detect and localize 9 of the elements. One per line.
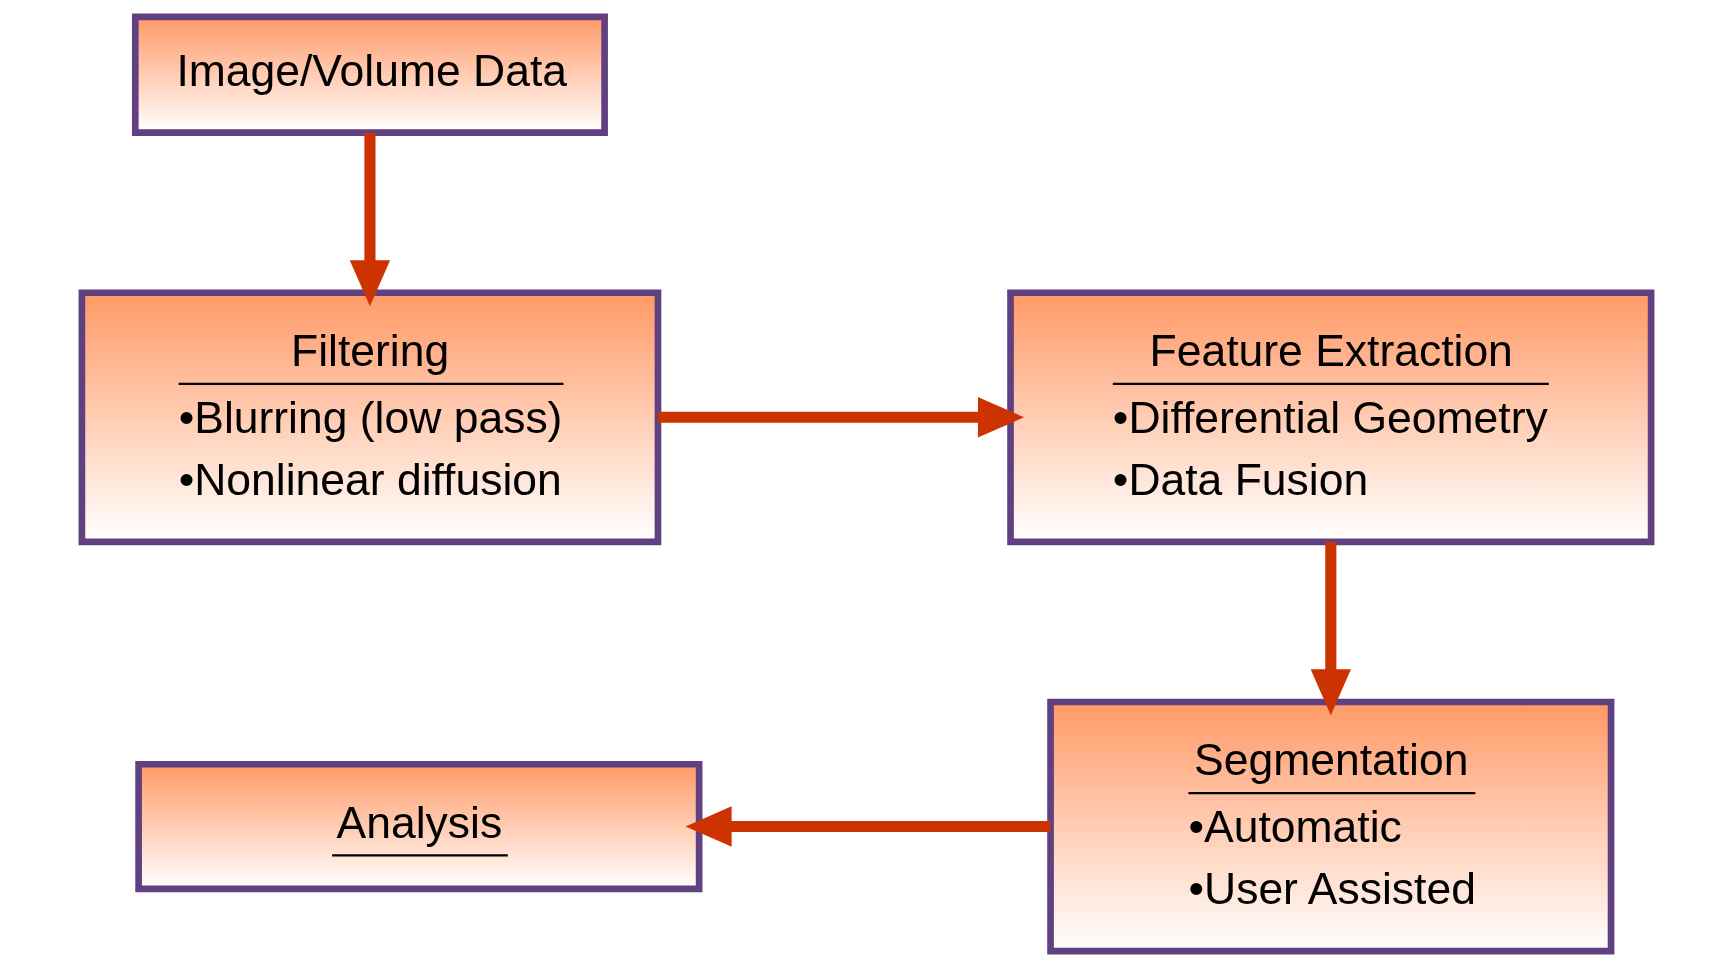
node-box: Image/Volume Data <box>131 13 608 136</box>
arrow <box>1310 542 1351 716</box>
node-box: Analysis <box>135 760 703 893</box>
arrow <box>658 397 1025 438</box>
node-box: Feature Extraction •Differential Geometry •Data Fusion <box>1007 289 1655 546</box>
arrow <box>349 132 391 307</box>
node-box: Filtering •Blurring (low pass) •Nonlinear diffusion <box>78 289 662 546</box>
node-box: Segmentation •Automatic •User Assisted <box>1047 698 1615 955</box>
arrow <box>685 806 1051 847</box>
